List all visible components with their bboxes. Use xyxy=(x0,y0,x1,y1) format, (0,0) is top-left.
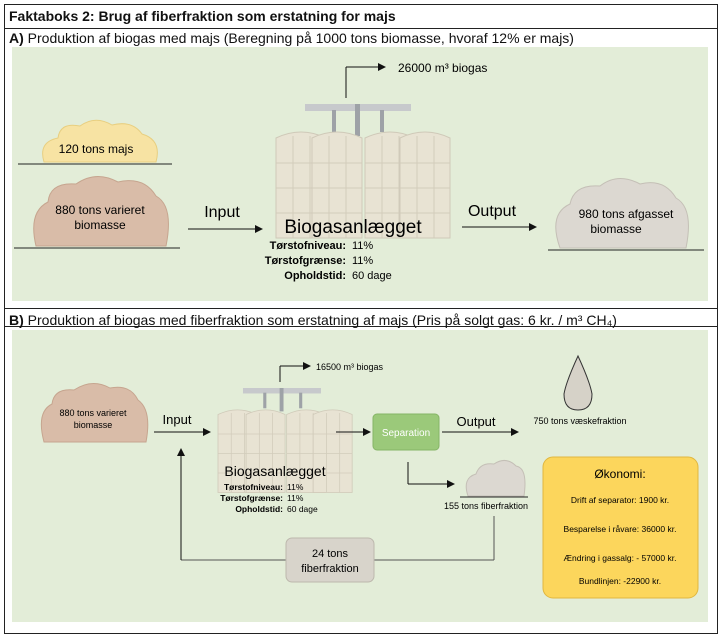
mixed-pile-label-line1: 880 tons varieret xyxy=(55,203,145,217)
economy-line-gas-change: Ændring i gassalg: - 57000 kr. xyxy=(564,553,677,563)
divider xyxy=(5,308,717,309)
section-b-letter: B) xyxy=(9,312,24,328)
stat-dry-matter-level-label: Tørstofniveau: xyxy=(270,240,346,252)
fact-box-title: Faktaboks 2: Brug af fiberfraktion som e… xyxy=(9,8,396,24)
input-label-b: Input xyxy=(163,412,192,427)
economy-line-bottom-line: Bundlinjen: -22900 kr. xyxy=(579,576,661,586)
economy-box: Økonomi: Drift af separator: 1900 kr. Be… xyxy=(542,456,699,599)
fiber-fraction-label: 155 tons fiberfraktion xyxy=(444,501,528,511)
mixed-pile-b-label-line2: biomasse xyxy=(74,420,113,430)
fiber-box-line1: 24 tons xyxy=(312,548,349,560)
stat-b-dry-matter-limit-value: 11% xyxy=(287,493,304,503)
maize-pile: 120 tons majs xyxy=(18,119,172,165)
input-label: Input xyxy=(204,204,240,221)
plant-name: Biogasanlægget xyxy=(284,217,422,238)
economy-line-operation: Drift af separator: 1900 kr. xyxy=(571,495,669,505)
fact-box-frame: Faktaboks 2: Brug af fiberfraktion som e… xyxy=(4,4,718,634)
output-pile-label-line1: 980 tons afgasset xyxy=(579,207,674,221)
mixed-biomass-pile-b: 880 tons varieret biomasse xyxy=(40,383,149,443)
fiber-box-line2: fiberfraktion xyxy=(301,563,358,575)
maize-pile-label: 120 tons majs xyxy=(59,142,134,156)
separation-box: Separation xyxy=(372,413,440,451)
stat-dry-matter-level-value: 11% xyxy=(352,240,373,252)
output-label: Output xyxy=(468,203,517,220)
biogas-output: 26000 m³ biogas xyxy=(398,61,487,75)
output-pile-label-line2: biomasse xyxy=(590,222,642,236)
biogas-plant-illustration xyxy=(275,104,451,239)
stat-b-dry-matter-level-value: 11% xyxy=(287,482,304,492)
separation-label: Separation xyxy=(382,428,430,439)
stat-b-retention-label: Opholdstid: xyxy=(235,504,283,514)
fiber-pile xyxy=(460,460,528,498)
stat-b-dry-matter-level-label: Tørstofniveau: xyxy=(224,482,283,492)
stat-b-dry-matter-limit-label: Tørstofgrænse: xyxy=(220,493,283,503)
fiber-recycle-box: 24 tons fiberfraktion xyxy=(285,537,375,583)
biogas-output-b: 16500 m³ biogas xyxy=(316,362,384,372)
section-a-letter: A) xyxy=(9,30,24,46)
section-b-title: Produktion af biogas med fiberfraktion s… xyxy=(27,312,617,328)
section-a-title: Produktion af biogas med majs (Beregning… xyxy=(27,30,574,46)
stat-dry-matter-limit-label: Tørstofgrænse: xyxy=(265,255,346,267)
stat-retention-label: Opholdstid: xyxy=(284,270,346,282)
stat-retention-value: 60 dage xyxy=(352,270,392,282)
liquid-drop-icon xyxy=(563,354,593,411)
output-label-b: Output xyxy=(456,414,495,429)
mixed-pile-b-label-line1: 880 tons varieret xyxy=(59,408,127,418)
mixed-pile-label-line2: biomasse xyxy=(74,218,126,232)
liquid-fraction-label: 750 tons væskefraktion xyxy=(533,416,626,426)
section-a-heading: A) Produktion af biogas med majs (Beregn… xyxy=(5,30,717,46)
mixed-biomass-pile: 880 tons varieret biomasse xyxy=(14,176,180,249)
economy-title: Økonomi: xyxy=(594,467,645,481)
stat-b-retention-value: 60 dage xyxy=(287,504,318,514)
biogas-plant-illustration-b xyxy=(217,388,353,493)
digested-biomass-pile: 980 tons afgasset biomasse xyxy=(548,178,704,251)
stat-dry-matter-limit-value: 11% xyxy=(352,255,373,267)
plant-name-b: Biogasanlægget xyxy=(224,463,325,479)
divider xyxy=(5,326,717,327)
divider xyxy=(5,28,717,29)
economy-line-savings: Besparelse i råvare: 36000 kr. xyxy=(564,524,677,534)
section-b-heading: B) Produktion af biogas med fiberfraktio… xyxy=(5,312,717,328)
